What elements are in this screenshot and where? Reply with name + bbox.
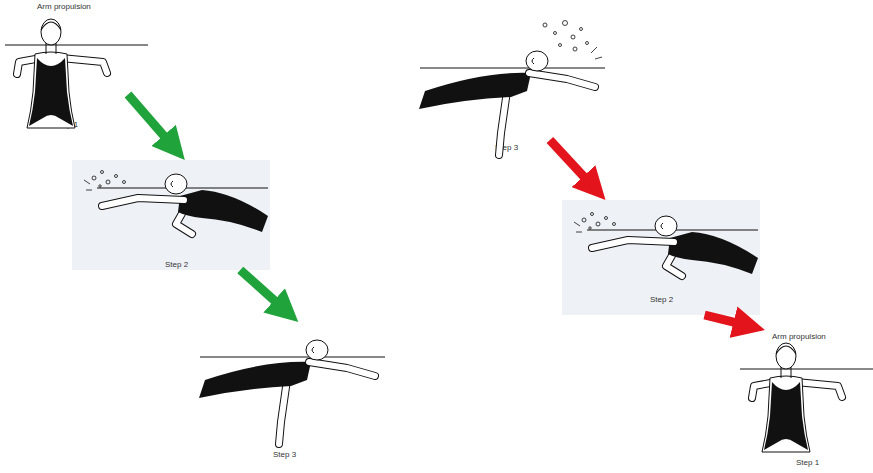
illustration-panel: Step 2 [72,160,270,270]
illustration-panel: Arm propulsionStep 1 [730,330,870,470]
illustration-panel: Step 3 [195,322,390,472]
side-view-swimmer [199,340,385,444]
side-view-swimmer [574,213,758,277]
step-caption: Step 2 [650,295,673,304]
splash-group [543,21,602,60]
illustration-panel: Step 3 [415,15,605,140]
flow-arrow [705,315,740,324]
step-caption: Step 1 [796,458,819,467]
flow-arrow [550,140,588,181]
step-caption: Step 2 [165,260,188,269]
step-caption: Step 1 [55,120,78,129]
panel-heading: Arm propulsion [37,2,91,11]
illustration-panel: Step 2 [562,200,760,315]
flow-arrow [128,95,168,141]
side-view-swimmer [84,171,268,235]
panel-heading: Arm propulsion [772,332,826,341]
front-view-swimmer [5,19,148,128]
front-view-swimmer [740,343,873,452]
step-caption: Step 3 [273,450,296,459]
side-view-swimmer [419,51,605,155]
flow-arrow [240,270,279,305]
illustration-panel: Arm propulsionStep 1 [5,0,128,135]
step-caption: Step 3 [495,143,518,152]
